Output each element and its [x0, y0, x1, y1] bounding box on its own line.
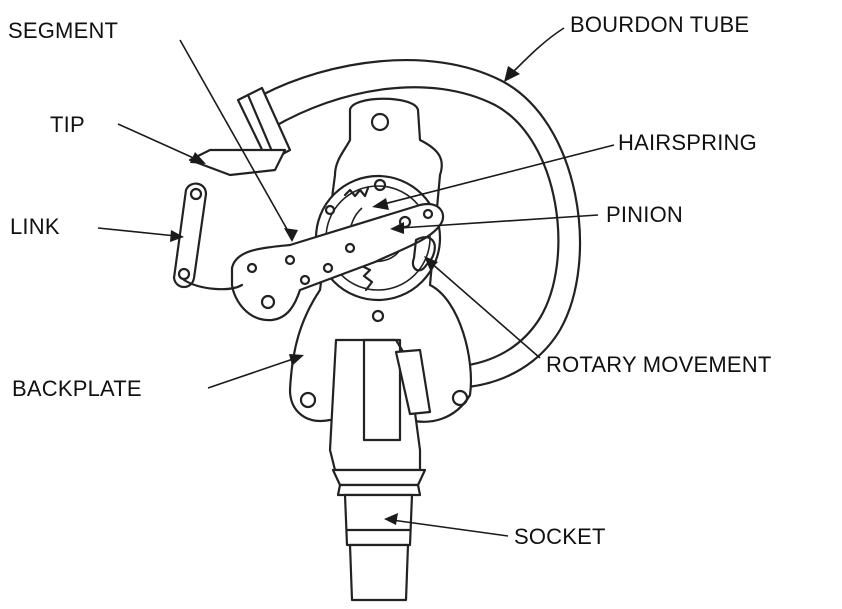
label-segment: SEGMENT: [8, 18, 119, 43]
bourdon-tube: [260, 59, 582, 389]
segment-arm: [230, 202, 445, 322]
label-hairspring: HAIRSPRING: [618, 130, 757, 155]
link-bar: [172, 182, 244, 291]
label-link: LINK: [10, 214, 60, 239]
label-rotary-movement: ROTARY MOVEMENT: [546, 352, 772, 377]
socket-body: [328, 338, 432, 602]
label-bourdon-tube: BOURDON TUBE: [570, 12, 750, 37]
label-socket: SOCKET: [514, 524, 606, 549]
label-backplate: BACKPLATE: [12, 376, 142, 401]
leader-lines: [97, 27, 615, 537]
tube-tip: [188, 86, 292, 177]
label-pinion: PINION: [606, 202, 683, 227]
label-tip: TIP: [50, 112, 85, 137]
